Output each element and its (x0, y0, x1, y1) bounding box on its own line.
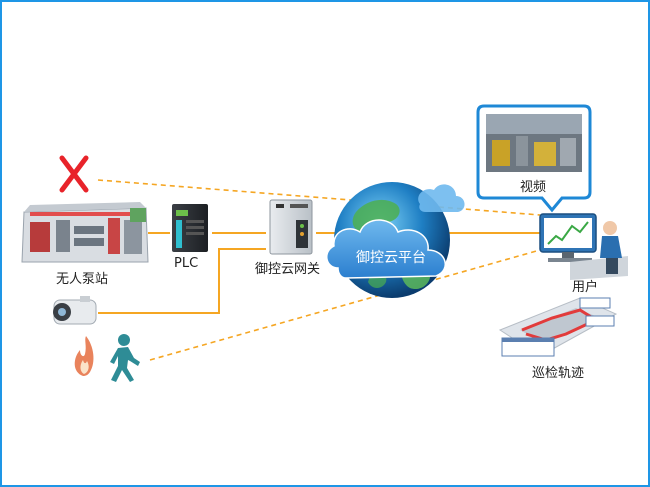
dashed-line-alarm-user (98, 180, 540, 215)
user-workstation-icon (540, 214, 628, 280)
user-label: 用户 (572, 276, 598, 295)
plc-label: PLC (174, 256, 198, 271)
video-label: 视频 (520, 176, 546, 195)
patrol-map-icon (500, 298, 616, 356)
flame-icon (75, 336, 94, 376)
pump-station-icon (22, 202, 148, 262)
plc-icon (172, 204, 208, 252)
walking-person-icon (110, 334, 140, 382)
globe-cloud-icon (327, 182, 465, 298)
gateway-label: 御控云网关 (255, 258, 320, 277)
cloud-platform-label: 御控云平台 (356, 247, 426, 267)
camera-icon (53, 296, 96, 324)
x-mark-icon (62, 158, 86, 190)
pump-station-label: 无人泵站 (56, 268, 108, 287)
patrol-track-label: 巡检轨迹 (532, 362, 584, 381)
gateway-icon (270, 200, 312, 254)
